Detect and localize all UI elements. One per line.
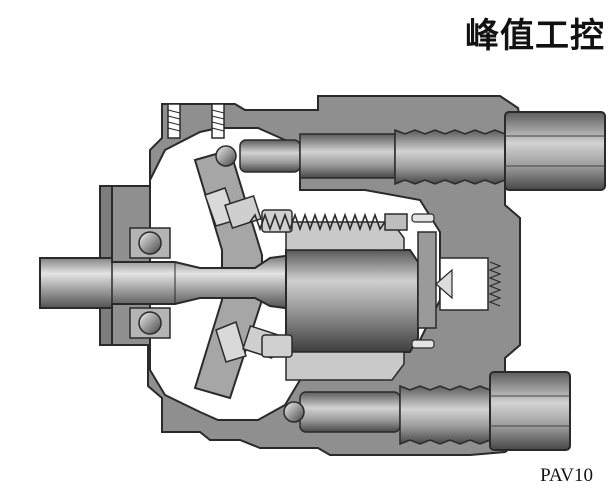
- front-bearing: [129, 227, 171, 339]
- upper-control-plug: [215, 111, 606, 191]
- compensator-spring: [249, 212, 408, 232]
- lower-control-plug: [283, 371, 571, 451]
- piston-lower: [261, 334, 293, 358]
- top-port-thread: [167, 103, 225, 139]
- cylinder-barrel: [285, 221, 419, 381]
- valve-plate: [411, 213, 437, 349]
- page-title: 峰值工控: [465, 16, 605, 56]
- rear-port-thread: [435, 257, 502, 311]
- model-label: PAV10: [540, 465, 593, 486]
